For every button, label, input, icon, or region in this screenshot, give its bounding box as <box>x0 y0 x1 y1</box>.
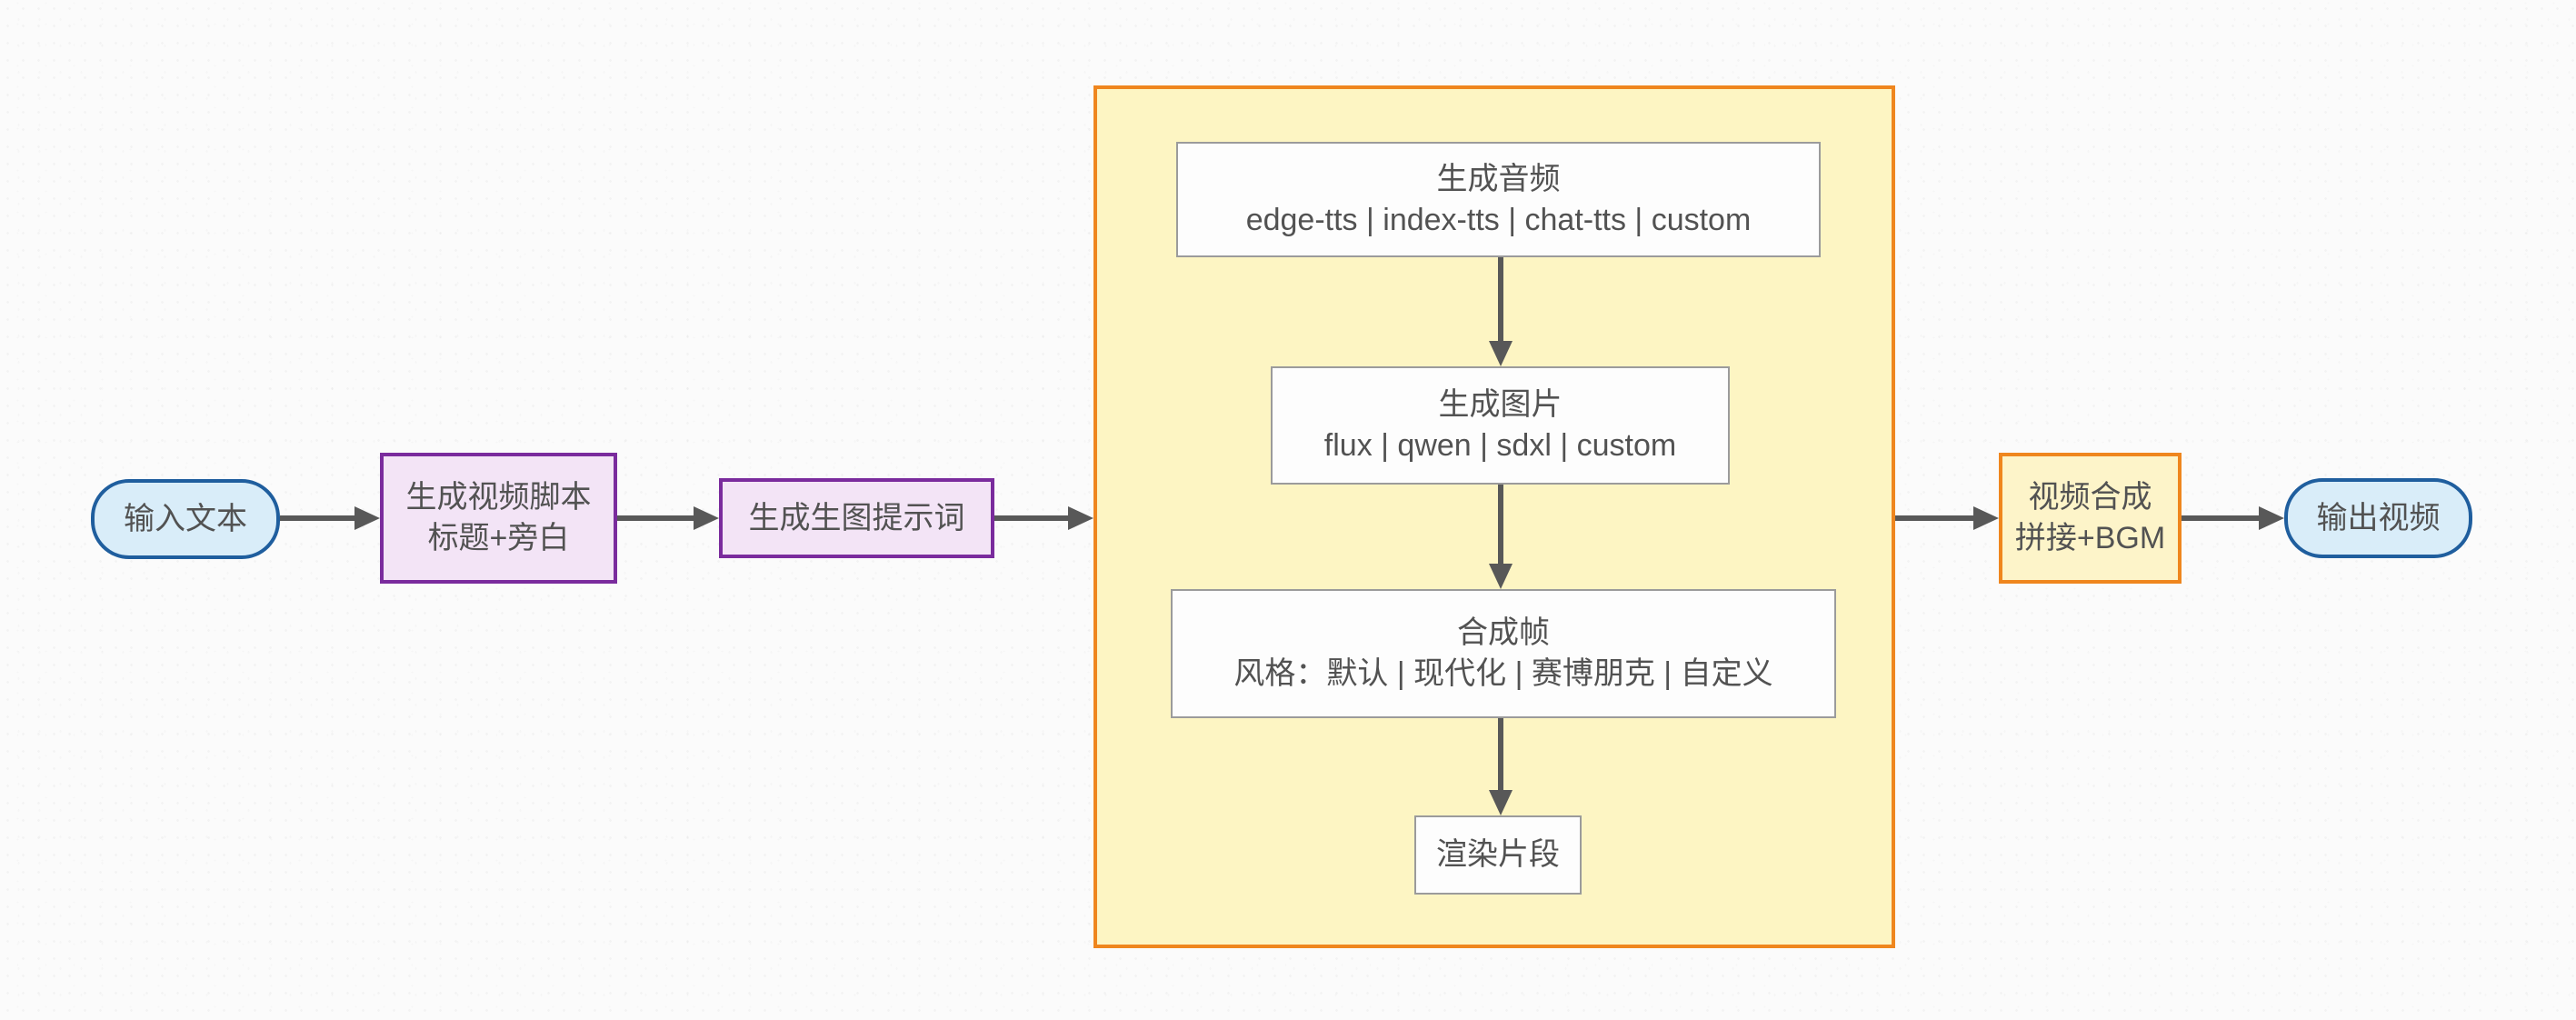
node-input-text: 输入文本 <box>91 479 280 559</box>
arrowhead-right-icon <box>1973 506 1999 530</box>
node-video-compose-line1: 视频合成 <box>2028 480 2152 515</box>
edge-shaft <box>280 515 354 521</box>
edge-frame-to-render <box>1489 718 1513 815</box>
arrowhead-down-icon <box>1489 341 1513 366</box>
node-input-text-label: 输入文本 <box>124 501 247 536</box>
node-generate-audio-options: edge-tts | index-tts | chat-tts | custom <box>1245 202 1752 237</box>
arrowhead-right-icon <box>1068 506 1093 530</box>
edge-audio-to-image <box>1489 257 1513 366</box>
node-video-compose: 视频合成 拼接+BGM <box>1999 453 2182 584</box>
edge-shaft <box>1895 515 1973 521</box>
node-generate-image-options: flux | qwen | sdxl | custom <box>1323 428 1677 463</box>
node-generate-image-prompt-label: 生成生图提示词 <box>748 500 965 535</box>
node-compose-frame-options: 风格：默认 | 现代化 | 赛博朋克 | 自定义 <box>1233 656 1773 691</box>
arrowhead-right-icon <box>2259 506 2284 530</box>
node-generate-script-line1: 生成视频脚本 <box>405 480 592 515</box>
node-generate-image-title: 生成图片 <box>1438 387 1563 422</box>
node-render-clip-label: 渲染片段 <box>1436 837 1560 872</box>
edge-script-to-prompt <box>617 506 719 530</box>
edge-shaft <box>1498 257 1503 341</box>
node-generate-script: 生成视频脚本 标题+旁白 <box>380 453 617 584</box>
node-compose-frame: 合成帧 风格：默认 | 现代化 | 赛博朋克 | 自定义 <box>1171 589 1836 718</box>
edge-shaft <box>617 515 694 521</box>
edge-shaft <box>1498 485 1503 564</box>
edge-compose-to-output <box>2182 506 2284 530</box>
edge-image-to-frame <box>1489 485 1513 589</box>
edge-shaft <box>1498 718 1503 790</box>
node-generate-image-prompt: 生成生图提示词 <box>719 478 994 558</box>
node-generate-image: 生成图片 flux | qwen | sdxl | custom <box>1271 366 1730 485</box>
node-generate-script-line2: 标题+旁白 <box>427 521 570 555</box>
arrowhead-down-icon <box>1489 790 1513 815</box>
node-generate-audio: 生成音频 edge-tts | index-tts | chat-tts | c… <box>1176 142 1821 257</box>
node-output-video: 输出视频 <box>2284 478 2472 558</box>
edge-shaft <box>2182 515 2259 521</box>
edge-input-to-script <box>280 506 380 530</box>
edge-prompt-to-clip-subgraph <box>994 506 1093 530</box>
arrowhead-right-icon <box>694 506 719 530</box>
node-generate-audio-title: 生成音频 <box>1436 161 1561 196</box>
node-compose-frame-title: 合成帧 <box>1457 615 1550 650</box>
node-render-clip: 渲染片段 <box>1414 815 1582 895</box>
edge-clip-subgraph-to-compose <box>1895 506 1999 530</box>
edge-shaft <box>994 515 1068 521</box>
arrowhead-down-icon <box>1489 564 1513 589</box>
node-output-video-label: 输出视频 <box>2316 500 2441 535</box>
arrowhead-right-icon <box>354 506 380 530</box>
node-video-compose-line2: 拼接+BGM <box>2014 521 2166 555</box>
